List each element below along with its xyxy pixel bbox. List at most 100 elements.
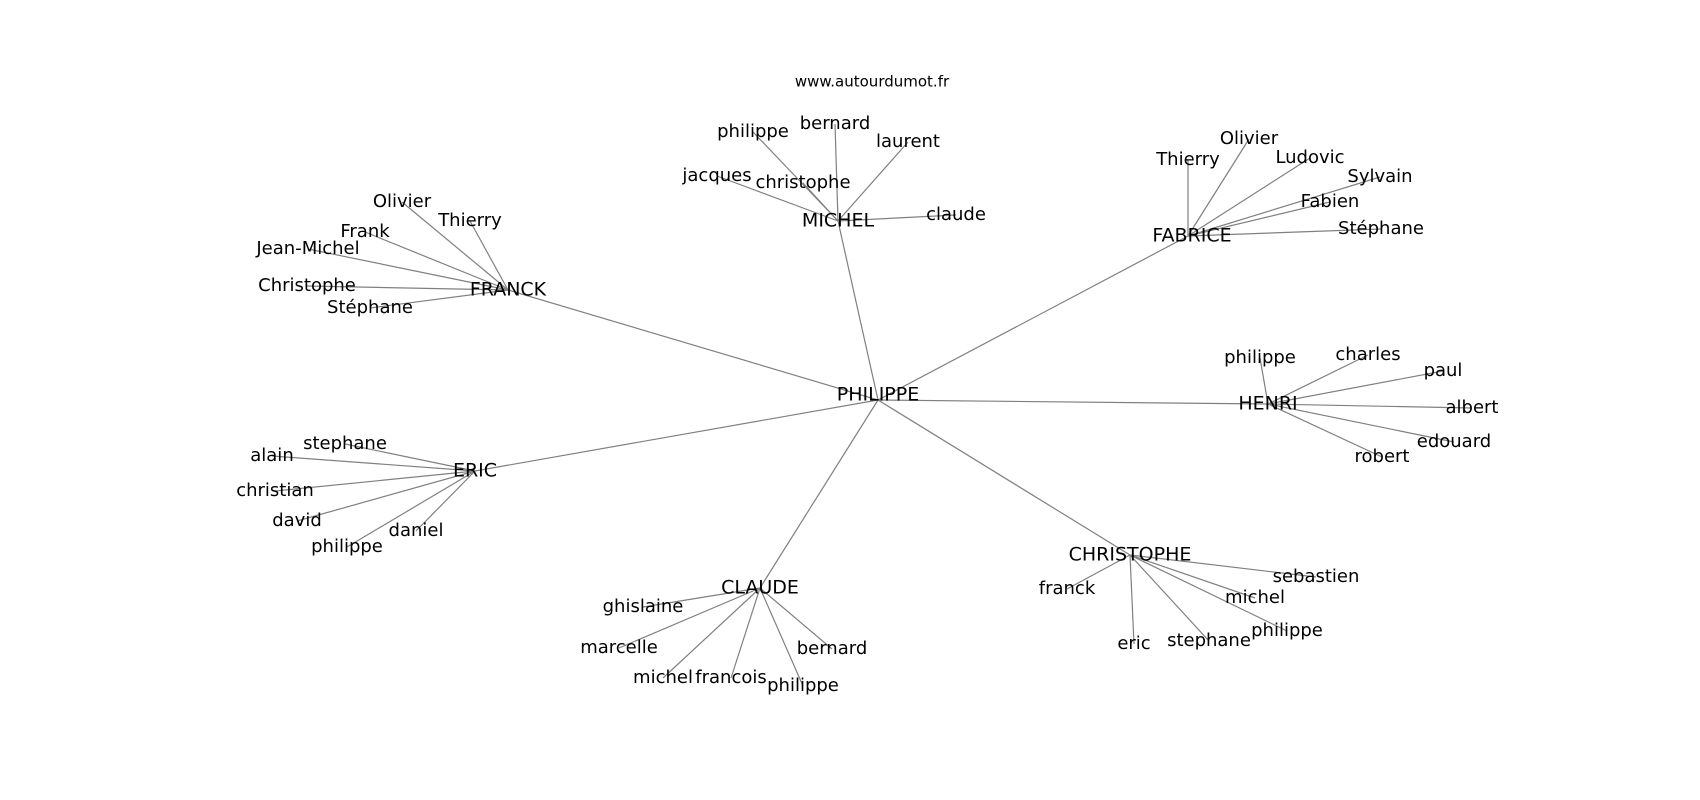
edge-fabrice-ludovic <box>1187 157 1311 237</box>
edge-henri-robert <box>1267 403 1383 458</box>
edge-claude-francois <box>730 587 761 679</box>
node-leaf-franck-stephane[interactable]: Stéphane <box>327 297 413 318</box>
edge-michel-bernard <box>834 123 839 222</box>
node-leaf-fabrice-olivier[interactable]: Olivier <box>1220 128 1279 149</box>
node-leaf-eric-alain[interactable]: alain <box>250 445 293 466</box>
node-leaf-franck-christophe[interactable]: Christophe <box>258 275 356 296</box>
node-leaf-fabrice-fabien[interactable]: Fabien <box>1301 191 1360 212</box>
node-leaf-christophe-eric[interactable]: eric <box>1117 633 1150 654</box>
edge-henri-albert <box>1267 403 1473 409</box>
edge-christophe-stephane <box>1129 554 1210 642</box>
edge-eric-stephane <box>344 443 476 472</box>
node-leaf-michel-jacques[interactable]: jacques <box>681 165 751 186</box>
node-leaf-eric-philippe[interactable]: philippe <box>311 536 383 557</box>
edge-franck-olivier <box>401 201 509 291</box>
node-leaf-christophe-sebastien[interactable]: sebastien <box>1273 566 1360 587</box>
edge-franck-stephane <box>369 289 509 309</box>
node-leaf-eric-christian[interactable]: christian <box>236 480 314 501</box>
node-leaf-franck-jean-michel[interactable]: Jean-Michel <box>255 238 359 259</box>
edge-franck-jean-michel <box>307 248 509 291</box>
edge-henri-charles <box>1267 354 1369 405</box>
edge-philippe-eric <box>474 399 879 472</box>
node-leaf-eric-daniel[interactable]: daniel <box>389 520 444 541</box>
edge-claude-marcelle <box>618 587 761 649</box>
edge-fabrice-sylvain <box>1187 176 1381 237</box>
edge-michel-claude <box>837 214 957 222</box>
edge-franck-thierry <box>469 220 509 291</box>
node-leaf-claude-ghislaine[interactable]: ghislaine <box>603 596 684 617</box>
node-hub-henri[interactable]: HENRI <box>1238 393 1297 415</box>
node-leaf-michel-philippe[interactable]: philippe <box>717 121 789 142</box>
node-leaf-henri-albert[interactable]: albert <box>1446 397 1499 418</box>
node-leaf-henri-philippe[interactable]: philippe <box>1224 347 1296 368</box>
edge-henri-philippe <box>1259 357 1269 405</box>
node-leaf-claude-bernard[interactable]: bernard <box>797 638 868 659</box>
node-leaf-claude-marcelle[interactable]: marcelle <box>580 637 658 658</box>
edge-claude-philippe <box>759 587 804 687</box>
edge-fabrice-fabien <box>1187 201 1331 237</box>
edge-philippe-henri <box>877 399 1269 405</box>
edge-franck-frank <box>364 231 509 291</box>
edge-fabrice-olivier <box>1187 138 1250 237</box>
edge-christophe-michel <box>1129 554 1256 599</box>
edge-eric-philippe <box>346 470 476 548</box>
node-leaf-henri-edouard[interactable]: edouard <box>1417 431 1491 452</box>
node-leaf-fabrice-ludovic[interactable]: Ludovic <box>1275 147 1344 168</box>
edge-christophe-sebastien <box>1129 554 1317 578</box>
edge-eric-alain <box>271 455 476 472</box>
edge-michel-jacques <box>716 175 839 222</box>
node-leaf-michel-christophe[interactable]: christophe <box>755 172 850 193</box>
node-leaf-franck-frank[interactable]: Frank <box>340 221 390 242</box>
edge-claude-michel <box>662 587 761 679</box>
node-leaf-fabrice-sylvain[interactable]: Sylvain <box>1347 166 1412 187</box>
graph-edges <box>271 123 1473 687</box>
node-leaf-franck-thierry[interactable]: Thierry <box>437 210 502 231</box>
edge-fabrice-stephane <box>1187 228 1382 237</box>
node-hub-eric[interactable]: ERIC <box>453 460 497 482</box>
edge-philippe-franck <box>507 289 879 401</box>
edge-franck-christophe <box>306 285 509 291</box>
node-leaf-fabrice-thierry[interactable]: Thierry <box>1155 149 1220 170</box>
node-leaf-eric-david[interactable]: david <box>272 510 322 531</box>
edge-philippe-fabrice <box>877 235 1189 401</box>
edge-philippe-christophe <box>877 399 1131 556</box>
node-leaf-christophe-philippe[interactable]: philippe <box>1251 620 1323 641</box>
node-leaf-claude-philippe[interactable]: philippe <box>767 675 839 696</box>
edge-michel-laurent <box>837 141 909 222</box>
node-center-philippe[interactable]: PHILIPPE <box>837 384 919 406</box>
edge-michel-christophe <box>802 182 839 222</box>
edge-christophe-philippe <box>1129 554 1288 632</box>
edge-henri-edouard <box>1267 403 1455 443</box>
edge-claude-ghislaine <box>642 587 761 608</box>
node-leaf-michel-bernard[interactable]: bernard <box>800 113 871 134</box>
node-leaf-henri-robert[interactable]: robert <box>1355 446 1410 467</box>
edge-eric-daniel <box>415 470 476 532</box>
edge-philippe-michel <box>837 220 879 401</box>
node-hub-christophe[interactable]: CHRISTOPHE <box>1069 544 1192 566</box>
site-title: www.autourdumot.fr <box>795 73 950 91</box>
edge-eric-christian <box>274 470 476 492</box>
node-leaf-fabrice-stephane[interactable]: Stéphane <box>1338 218 1424 239</box>
node-leaf-claude-francois[interactable]: francois <box>695 667 766 688</box>
edge-eric-david <box>296 470 476 522</box>
node-leaf-henri-charles[interactable]: charles <box>1335 344 1400 365</box>
node-leaf-claude-michel[interactable]: michel <box>633 667 693 688</box>
node-hub-fabrice[interactable]: FABRICE <box>1152 225 1231 247</box>
node-leaf-christophe-franck[interactable]: franck <box>1039 578 1096 599</box>
edge-claude-bernard <box>759 587 833 650</box>
edge-christophe-franck <box>1066 554 1131 590</box>
edge-henri-paul <box>1267 370 1444 405</box>
node-leaf-eric-stephane[interactable]: stephane <box>303 433 387 454</box>
node-leaf-franck-olivier[interactable]: Olivier <box>373 191 432 212</box>
node-hub-michel[interactable]: MICHEL <box>802 210 875 232</box>
node-leaf-christophe-stephane[interactable]: stephane <box>1167 630 1251 651</box>
node-leaf-michel-claude[interactable]: claude <box>926 204 986 225</box>
node-leaf-henri-paul[interactable]: paul <box>1424 360 1463 381</box>
node-hub-claude[interactable]: CLAUDE <box>721 577 799 599</box>
node-leaf-michel-laurent[interactable]: laurent <box>876 131 940 152</box>
edge-christophe-eric <box>1129 554 1135 645</box>
edge-philippe-claude <box>759 399 879 589</box>
node-leaf-christophe-michel[interactable]: michel <box>1225 587 1285 608</box>
node-hub-franck[interactable]: FRANCK <box>470 279 547 301</box>
